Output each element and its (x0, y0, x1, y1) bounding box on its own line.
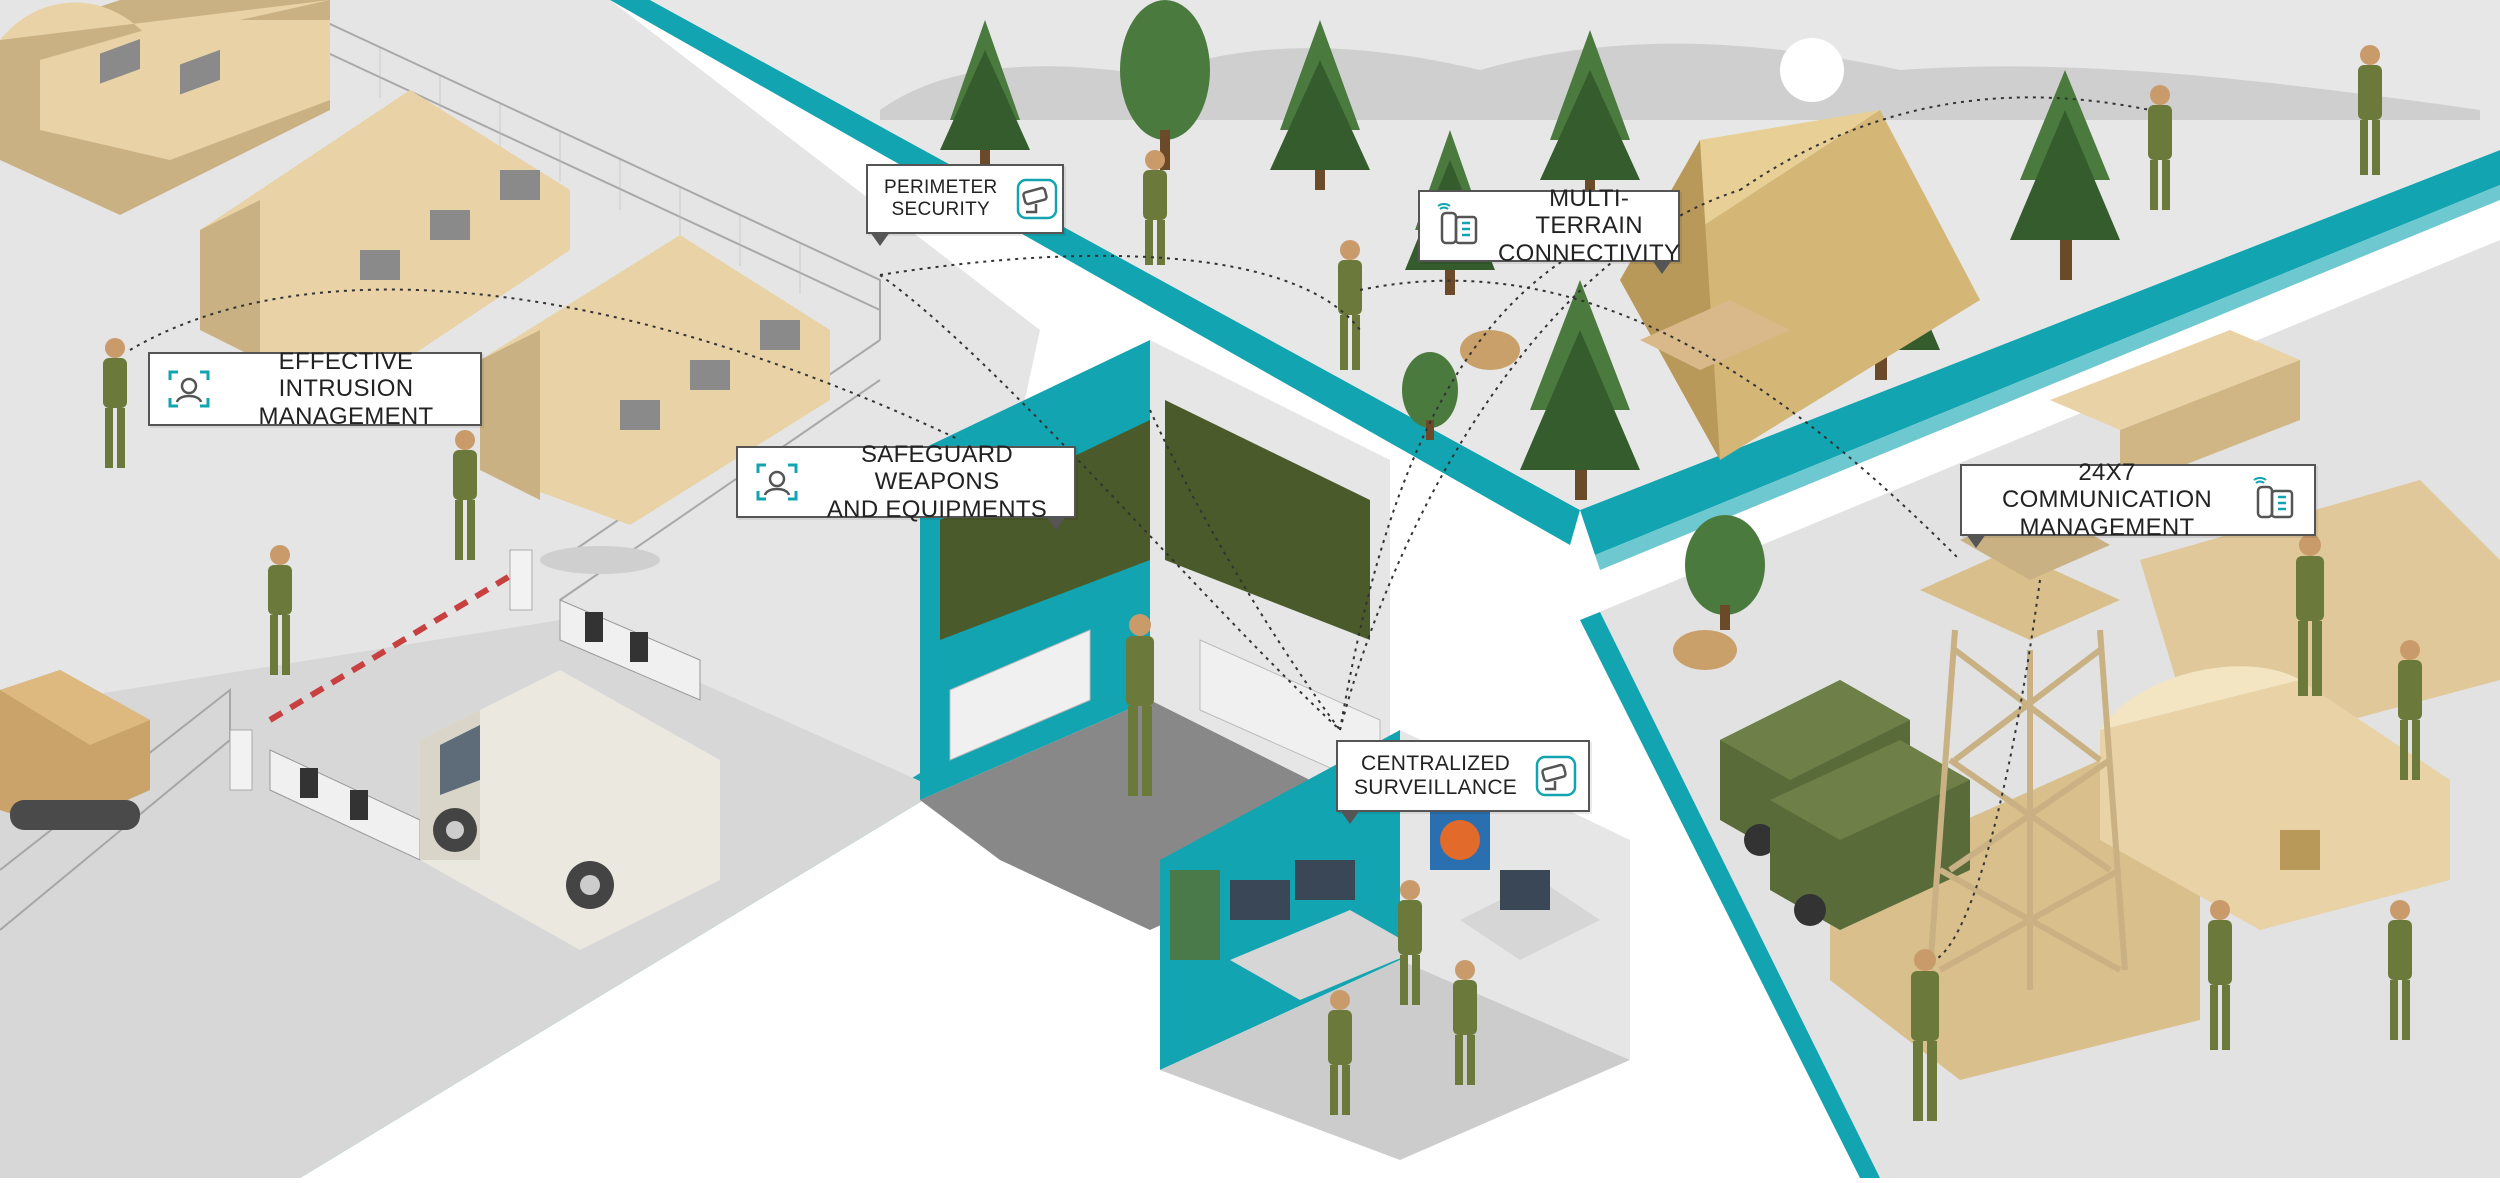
barracks-1 (0, 0, 330, 215)
van (420, 670, 720, 950)
callout-communication-line2: MANAGEMENT (2019, 513, 2195, 541)
forest-teal-strip (1580, 150, 2500, 555)
callout-multi-terrain-tail (1652, 260, 1672, 274)
watchtower (1927, 629, 2128, 990)
desk-phone-icon (1437, 203, 1478, 245)
soldiers (103, 45, 2422, 1121)
right-compound-edge (1580, 612, 1880, 1178)
hills (880, 43, 2480, 120)
callout-intrusion-text: EFFECTIVE INTRUSION MANAGEMENT (228, 348, 464, 431)
callout-surveillance-line2: SURVEILLANCE (1354, 776, 1518, 799)
callout-multi-terrain-line2: CONNECTIVITY (1498, 239, 1681, 267)
callout-weapons-tail (1046, 516, 1066, 530)
callout-perimeter-line2: SECURITY (891, 199, 990, 220)
callout-surveillance-line1: CENTRALIZED (1360, 751, 1511, 775)
callout-intrusion-line1: EFFECTIVE INTRUSION (278, 347, 414, 403)
callout-perimeter-tail (870, 232, 890, 246)
connection-lines (129, 96, 2151, 961)
callout-perimeter-security: PERIMETER SECURITY (866, 164, 1064, 234)
barriers (269, 599, 701, 861)
top-teal-strip (610, 0, 1580, 545)
rock-2 (1673, 630, 1737, 670)
callout-24x7-communication: 24X7 COMMUNICATION MANAGEMENT (1960, 459, 2316, 541)
rock (1460, 330, 1520, 370)
barracks-2 (200, 90, 570, 390)
callout-surveillance-text: CENTRALIZED SURVEILLANCE (1354, 752, 1517, 800)
forest-teal-strip-light (1595, 185, 2500, 570)
callout-weapons-line2: AND EQUIPMENTS (826, 495, 1048, 523)
desk-phone-icon-2 (2253, 477, 2294, 519)
callout-perimeter-line1: PERIMETER (884, 177, 998, 199)
callout-centralized-surveillance: CENTRALIZED SURVEILLANCE (1336, 740, 1590, 812)
field-desk (1640, 300, 1790, 370)
callout-perimeter-text: PERIMETER SECURITY (884, 177, 998, 221)
callout-weapons-line1: SAFEGUARD WEAPONS (860, 440, 1014, 496)
callout-multi-terrain-text: MULTI-TERRAIN CONNECTIVITY (1498, 185, 1680, 268)
sun (1780, 38, 1844, 102)
boom-gate (268, 567, 522, 723)
hangar (2100, 666, 2450, 930)
armored-vehicle (0, 670, 150, 830)
callout-surveillance-tail (1340, 810, 1360, 824)
callout-effective-intrusion-management: EFFECTIVE INTRUSION MANAGEMENT (148, 348, 482, 430)
cctv-camera-icon (1016, 178, 1057, 220)
watchtower-cabin (1920, 550, 2120, 640)
truck-2 (1770, 740, 1970, 930)
cctv-camera-icon-2 (1535, 755, 1577, 797)
callout-multi-terrain-line1: MULTI-TERRAIN (1535, 184, 1643, 240)
callout-communication-line1: 24X7 COMMUNICATION (2001, 458, 2213, 514)
callout-weapons-text: SAFEGUARD WEAPONS AND EQUIPMENTS (816, 441, 1058, 524)
callout-multi-terrain-connectivity: MULTI-TERRAIN CONNECTIVITY (1418, 185, 1680, 267)
field-tent (1620, 110, 1980, 460)
callout-safeguard-weapons: SAFEGUARD WEAPONS AND EQUIPMENTS (736, 441, 1076, 523)
face-scan-icon-2 (756, 463, 798, 501)
callout-intrusion-line2: MANAGEMENT (258, 402, 434, 430)
face-scan-icon (168, 370, 210, 408)
callout-communication-tail (1966, 534, 1986, 548)
callout-communication-text: 24X7 COMMUNICATION MANAGEMENT (1978, 459, 2236, 542)
gate-post-2 (229, 729, 253, 791)
gate-post (509, 549, 533, 611)
